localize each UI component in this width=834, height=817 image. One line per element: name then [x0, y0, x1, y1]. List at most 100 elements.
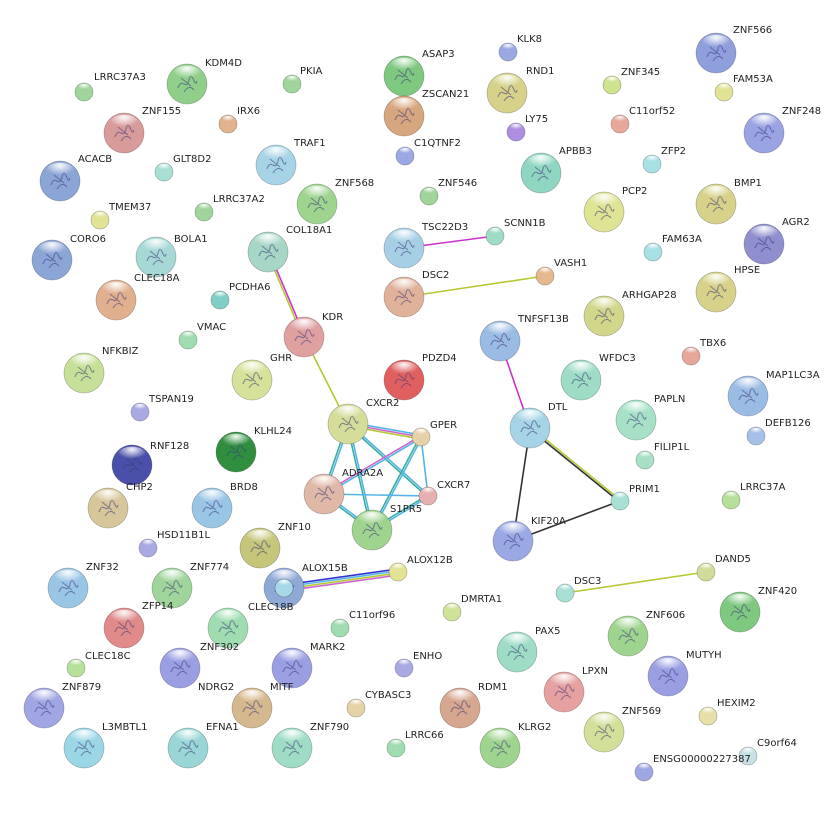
node-coro6[interactable]: CORO6	[31, 234, 106, 281]
node-znf546[interactable]: ZNF546	[419, 178, 477, 206]
node-arhgap28[interactable]: ARHGAP28	[583, 290, 677, 337]
node-kif20a[interactable]: KIF20A	[492, 516, 566, 562]
node-znf420[interactable]: ZNF420	[719, 586, 797, 633]
node-pax5[interactable]: PAX5	[496, 626, 560, 673]
node-mutyh[interactable]: MUTYH	[647, 650, 722, 697]
node-pcdha6[interactable]: PCDHA6	[210, 282, 270, 310]
node-dsc2[interactable]: DSC2	[383, 270, 449, 318]
node-znf32[interactable]: ZNF32	[47, 562, 119, 609]
node-lrrc37a[interactable]: LRRC37A	[721, 482, 786, 510]
node-ndrg2[interactable]: NDRG2	[159, 647, 234, 693]
node-kdm4d[interactable]: KDM4D	[166, 58, 242, 105]
node-fam53a[interactable]: FAM53A	[714, 74, 773, 102]
node-znf606[interactable]: ZNF606	[607, 610, 685, 657]
node-adra2a[interactable]: ADRA2A	[303, 468, 383, 515]
node-cxcr7[interactable]: CXCR7	[418, 480, 470, 506]
node-traf1[interactable]: TRAF1	[255, 138, 326, 186]
node-clec18a[interactable]: CLEC18A	[95, 273, 180, 321]
node-znf345[interactable]: ZNF345	[602, 67, 660, 95]
node-clec18c[interactable]: CLEC18C	[66, 651, 131, 678]
node-znf10[interactable]: ZNF10	[239, 522, 311, 569]
node-mitf[interactable]: MITF	[231, 682, 294, 729]
node-clec18b[interactable]: CLEC18B	[248, 578, 294, 613]
node-bmp1[interactable]: BMP1	[695, 178, 762, 225]
node-znf566[interactable]: ZNF566	[695, 25, 772, 74]
node-agr2[interactable]: AGR2	[743, 217, 810, 265]
node-zfp2[interactable]: ZFP2	[642, 146, 686, 174]
node-pdzd4[interactable]: PDZD4	[383, 353, 457, 401]
node-zfp14[interactable]: ZFP14	[103, 601, 173, 649]
node-cybasc3[interactable]: CYBASC3	[346, 690, 411, 718]
node-hexim2[interactable]: HEXIM2	[698, 698, 756, 726]
node-znf879[interactable]: ZNF879	[23, 682, 101, 729]
node-znf790[interactable]: ZNF790	[271, 722, 349, 769]
node-tnfsf13b[interactable]: TNFSF13B	[479, 314, 569, 362]
node-lrrc37a2[interactable]: LRRC37A2	[194, 194, 265, 222]
node-znf568[interactable]: ZNF568	[296, 178, 374, 225]
node-kdr[interactable]: KDR	[283, 312, 343, 358]
node-l3mbtl1[interactable]: L3MBTL1	[63, 722, 147, 769]
node-ly75[interactable]: LY75	[506, 114, 548, 142]
node-defb126[interactable]: DEFB126	[746, 418, 811, 446]
node-znf569[interactable]: ZNF569	[583, 706, 661, 753]
node-pkia[interactable]: PKIA	[282, 66, 323, 94]
node-tsc22d3[interactable]: TSC22D3	[383, 222, 468, 269]
node-apbb3[interactable]: APBB3	[520, 146, 592, 194]
node-irx6[interactable]: IRX6	[218, 106, 260, 134]
node-tbx6[interactable]: TBX6	[681, 338, 726, 366]
node-filip1l[interactable]: FILIP1L	[635, 442, 690, 470]
node-asap3[interactable]: ASAP3	[383, 49, 455, 97]
node-znf248[interactable]: ZNF248	[743, 106, 821, 154]
node-acacb[interactable]: ACACB	[39, 154, 112, 202]
node-hsd11b1l[interactable]: HSD11B1L	[138, 530, 211, 558]
node-hpse[interactable]: HPSE	[695, 265, 760, 313]
node-fam63a[interactable]: FAM63A	[643, 234, 702, 262]
node-c1qtnf2[interactable]: C1QTNF2	[395, 138, 461, 166]
node-tmem37[interactable]: TMEM37	[90, 202, 151, 230]
node-zscan21[interactable]: ZSCAN21	[383, 89, 469, 137]
node-enho[interactable]: ENHO	[394, 651, 442, 678]
node-rnd1[interactable]: RND1	[486, 66, 555, 114]
node-gper[interactable]: GPER	[411, 420, 457, 447]
node-klrg2[interactable]: KLRG2	[479, 722, 551, 769]
node-prim1[interactable]: PRIM1	[610, 484, 660, 511]
node-lrrc66[interactable]: LRRC66	[386, 730, 444, 758]
node-rdm1[interactable]: RDM1	[439, 682, 508, 729]
node-c11orf52[interactable]: C11orf52	[610, 106, 675, 134]
node-map1lc3a[interactable]: MAP1LC3A	[727, 370, 820, 417]
node-scnn1b[interactable]: SCNN1B	[485, 218, 546, 246]
node-wfdc3[interactable]: WFDC3	[560, 353, 636, 401]
node-ghr[interactable]: GHR	[231, 353, 292, 401]
node-chp2[interactable]: CHP2	[87, 482, 153, 529]
node-tspan19[interactable]: TSPAN19	[130, 394, 194, 422]
node-c11orf96[interactable]: C11orf96	[330, 610, 395, 638]
node-efna1[interactable]: EFNA1	[167, 722, 239, 769]
node-dand5[interactable]: DAND5	[696, 554, 751, 582]
node-ensg00000227387[interactable]: ENSG00000227387	[634, 754, 751, 782]
node-bola1[interactable]: BOLA1	[135, 234, 208, 278]
node-rnf128[interactable]: RNF128	[111, 441, 189, 486]
node-znf774[interactable]: ZNF774	[151, 562, 229, 609]
node-lpxn[interactable]: LPXN	[543, 666, 608, 713]
node-col18a1[interactable]: COL18A1	[247, 225, 332, 273]
node-znf302[interactable]: ZNF302	[200, 607, 249, 653]
node-alox12b[interactable]: ALOX12B	[388, 555, 453, 582]
node-lrrc37a3[interactable]: LRRC37A3	[74, 72, 146, 102]
node-klk8[interactable]: KLK8	[498, 34, 542, 62]
node-dtl[interactable]: DTL	[509, 402, 568, 449]
node-dmrta1[interactable]: DMRTA1	[442, 594, 502, 622]
node-vash1[interactable]: VASH1	[535, 258, 587, 286]
node-mark2[interactable]: MARK2	[271, 642, 345, 689]
node-c9orf64[interactable]: C9orf64	[738, 738, 797, 766]
node-glt8d2[interactable]: GLT8D2	[154, 154, 211, 182]
node-s1pr5[interactable]: S1PR5	[351, 504, 422, 551]
node-cxcr2[interactable]: CXCR2	[327, 398, 399, 445]
node-znf155[interactable]: ZNF155	[103, 106, 181, 154]
node-brd8[interactable]: BRD8	[191, 482, 258, 529]
node-papln[interactable]: PAPLN	[615, 394, 685, 441]
node-klhl24[interactable]: KLHL24	[215, 426, 292, 473]
node-nfkbiz[interactable]: NFKBIZ	[63, 346, 139, 394]
node-vmac[interactable]: VMAC	[178, 322, 226, 350]
node-dsc3[interactable]: DSC3	[555, 576, 601, 603]
node-pcp2[interactable]: PCP2	[583, 186, 647, 233]
